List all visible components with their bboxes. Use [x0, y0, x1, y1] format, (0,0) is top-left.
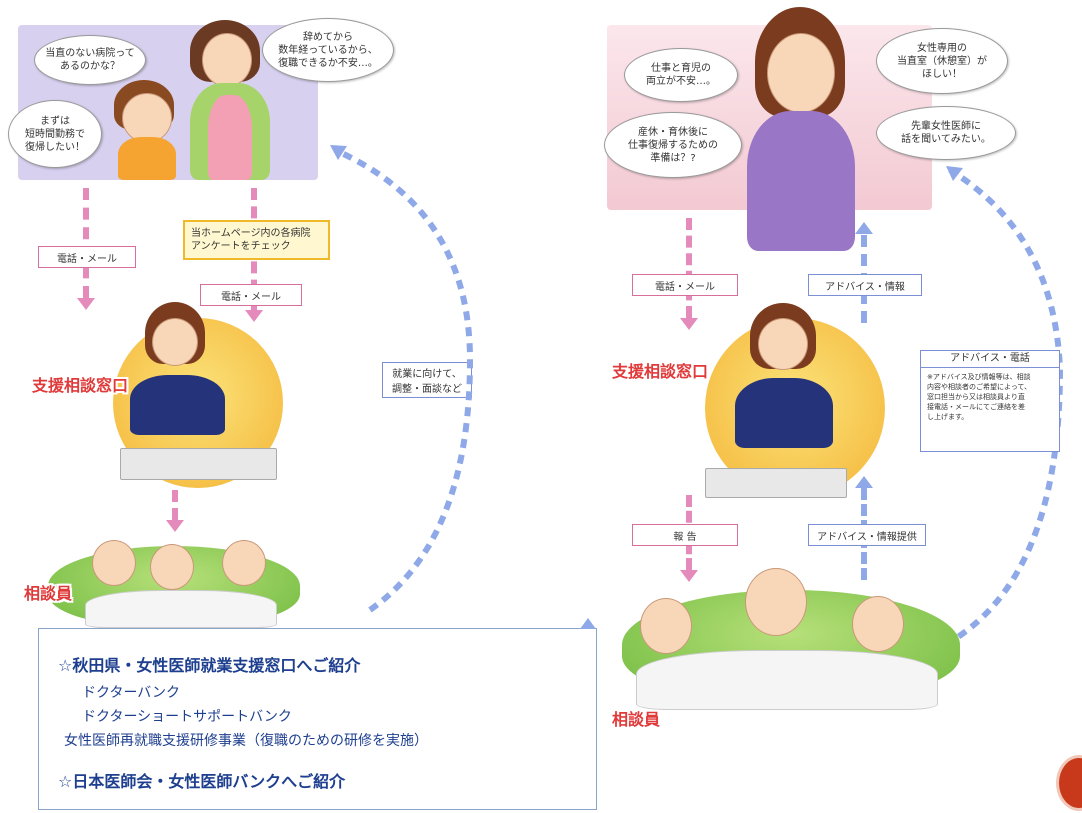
left-flow-line-3 [172, 490, 178, 520]
tag-phone-mail-left-1: 電話・メール [38, 246, 136, 268]
right-counselor-coats [636, 650, 938, 710]
child-body [118, 137, 176, 180]
note-corner-arrow [580, 618, 596, 629]
left-arrow-1 [77, 298, 95, 310]
left-operator-body [130, 375, 225, 435]
bubble-leave-return: 産休・育休後に 仕事復帰するための 準備は？? [604, 112, 742, 178]
bubble-childcare: 仕事と育児の 両立が不安…。 [624, 48, 738, 102]
right-flow-line-1 [686, 218, 692, 318]
right-support-window-label: 支援相談窓口 [612, 362, 709, 381]
referral-note-box [38, 628, 597, 810]
left-desk [120, 448, 277, 480]
right-counselor-3 [852, 596, 904, 652]
note-heading-jma: ☆日本医師会・女性医師バンクへご紹介 [58, 772, 346, 791]
mother-apron [208, 95, 252, 180]
note-item-reemployment-training: 女性医師再就職支援研修事業（復職のための研修を実施） [64, 733, 428, 749]
right-desk [705, 468, 847, 498]
left-counselor-1 [92, 540, 136, 586]
doctor-woman-face [767, 33, 835, 113]
bubble-hospital: 当直のない病院って あるのかな？ [34, 35, 146, 85]
tag-report: 報 告 [632, 524, 738, 546]
left-arrow-2 [245, 310, 263, 322]
right-arrow-up-1 [855, 222, 873, 234]
left-counselor-label: 相談員 [24, 584, 73, 603]
right-arrow-1 [680, 318, 698, 330]
right-counselor-2 [745, 568, 807, 636]
advice-phone-body: ※アドバイス及び情報等は、相談 内容や相談者のご希望によって、 窓口担当から又は… [927, 373, 1032, 421]
bubble-senior-doctor: 先輩女性医師に 話を聞いてみたい。 [876, 106, 1016, 160]
bubble-short-hours: まずは 短時間勤務で 復帰したい！ [8, 100, 102, 168]
left-flow-line-1 [83, 188, 89, 298]
right-operator-face [758, 318, 808, 370]
advice-phone-box: アドバイス・電話 ※アドバイス及び情報等は、相談 内容や相談者のご希望によって、… [920, 350, 1060, 452]
left-arrow-3 [166, 520, 184, 532]
bubble-years: 辞めてから 数年経っているから、 復職できるか不安…。 [262, 18, 394, 82]
tag-phone-mail-right: 電話・メール [632, 274, 738, 296]
left-counselor-3 [222, 540, 266, 586]
right-counselor-label: 相談員 [612, 710, 661, 729]
note-item-doctor-bank: ドクターバンク [82, 685, 180, 701]
right-counselor-1 [640, 598, 692, 654]
right-arrow-up-2 [855, 476, 873, 488]
tag-check-survey: 当ホームページ内の各病院 アンケートをチェック [183, 220, 330, 260]
tag-advice-info: アドバイス・情報 [808, 274, 922, 296]
note-heading-akita: ☆秋田県・女性医師就業支援窓口へご紹介 [58, 656, 361, 675]
right-arrow-2 [680, 570, 698, 582]
bubble-duty-room: 女性専用の 当直室（休憩室）が ほしい！ [876, 28, 1008, 94]
left-support-window-label: 支援相談窓口 [32, 376, 129, 395]
doctor-woman-body [747, 111, 855, 251]
left-counselor-2 [150, 544, 194, 590]
left-counselor-coats [85, 590, 277, 628]
advice-phone-title: アドバイス・電話 [921, 351, 1059, 368]
tag-phone-mail-left-2: 電話・メール [200, 284, 302, 306]
note-item-short-support-bank: ドクターショートサポートバンク [82, 709, 292, 725]
tag-employment-adjustment: 就業に向けて、 調整・面談など [382, 362, 472, 398]
left-operator-face [152, 318, 198, 366]
right-operator-body [735, 378, 833, 448]
tag-advice-provide: アドバイス・情報提供 [808, 524, 926, 546]
